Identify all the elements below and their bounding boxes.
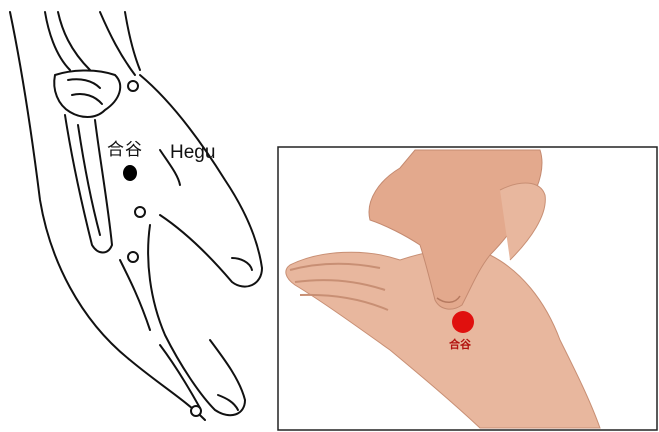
forearm-outline-right [45,12,70,70]
landmark-finger [191,406,201,416]
hegu-point-drawing [123,165,137,181]
landmark-lower [128,252,138,262]
hegu-point-photo [452,311,474,333]
thumb-nail [232,258,252,270]
thumb-outline [140,75,262,287]
index-finger-nail [218,395,238,410]
forearm-bone-3 [125,12,140,70]
drawing-label-cn: 合谷 [107,135,143,160]
drawing-label-en: Hegu [170,142,215,164]
landmark-circles [128,81,201,416]
landmark-wrist [128,81,138,91]
photo-label-cn: 合谷 [449,336,471,352]
landmark-upper [135,207,145,217]
carpal-bones [54,70,120,117]
forearm-bone-2 [100,12,135,75]
metacarpal-2 [78,125,100,235]
palm-inner [120,260,150,330]
photo-panel [278,147,657,430]
